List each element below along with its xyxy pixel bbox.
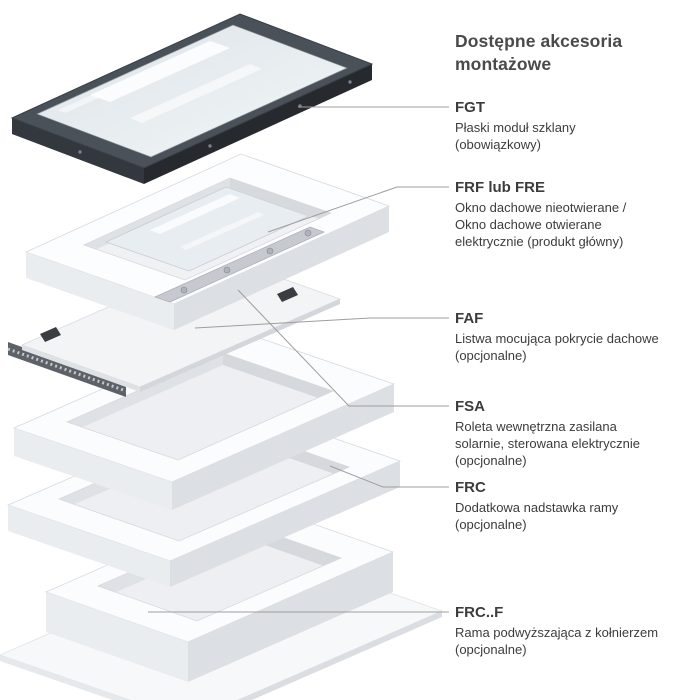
product-code: FRC..F [455, 604, 504, 621]
leader-line-faf [194, 317, 449, 329]
product-description: Rama podwyższająca z kołnierzem (opcjona… [455, 625, 659, 657]
screw [304, 229, 312, 237]
product-code: FRC [455, 479, 486, 496]
product-description: Okno dachowe nieotwierane / Okno dachowe… [455, 200, 627, 249]
screw [78, 150, 82, 154]
accessory-label-frc: FRC Dodatkowa nadstawka ramy (opcjonalne… [455, 479, 660, 533]
accessory-label-faf: FAF Listwa mocująca pokrycie dachowe (op… [455, 310, 660, 364]
product-code: FRF lub FRE [455, 179, 545, 196]
mounting-bar [154, 226, 325, 303]
accessory-label-fsa: FSA Roleta wewnętrzna zasilana solarnie,… [455, 398, 660, 469]
window-pane [104, 186, 311, 272]
product-description: Dodatkowa nadstawka ramy (opcjonalne) [455, 500, 619, 532]
brush-seal [8, 342, 126, 397]
product-description: Płaski moduł szklany (obowiązkowy) [455, 120, 576, 152]
fixing-clip [277, 287, 298, 302]
leader-line-fsa [237, 289, 449, 407]
layer-frf-fre-window [24, 153, 391, 330]
leader-line-frc [329, 465, 449, 488]
layer-fgt-glass-module [10, 13, 374, 184]
accessory-label-frc-f: FRC..F Rama podwyższająca z kołnierzem (… [455, 604, 660, 658]
fixing-clip [40, 327, 61, 342]
leader-lines [148, 106, 449, 613]
accessory-label-frf-fre: FRF lub FRE Okno dachowe nieotwierane / … [455, 179, 660, 250]
screw [208, 144, 212, 148]
product-description: Listwa mocująca pokrycie dachowe (opcjon… [455, 331, 659, 363]
product-code: FSA [455, 398, 485, 415]
screw [348, 80, 352, 84]
accessory-label-fgt: FGT Płaski moduł szklany (obowiązkowy) [455, 99, 660, 153]
product-description: Roleta wewnętrzna zasilana solarnie, ste… [455, 419, 640, 468]
screw [180, 286, 188, 294]
product-code: FAF [455, 310, 484, 327]
page-title: Dostępne akcesoria montażowe [455, 31, 623, 74]
leader-line-frf [267, 186, 449, 233]
screw [223, 266, 231, 274]
product-code: FGT [455, 99, 485, 116]
screw [266, 247, 274, 255]
